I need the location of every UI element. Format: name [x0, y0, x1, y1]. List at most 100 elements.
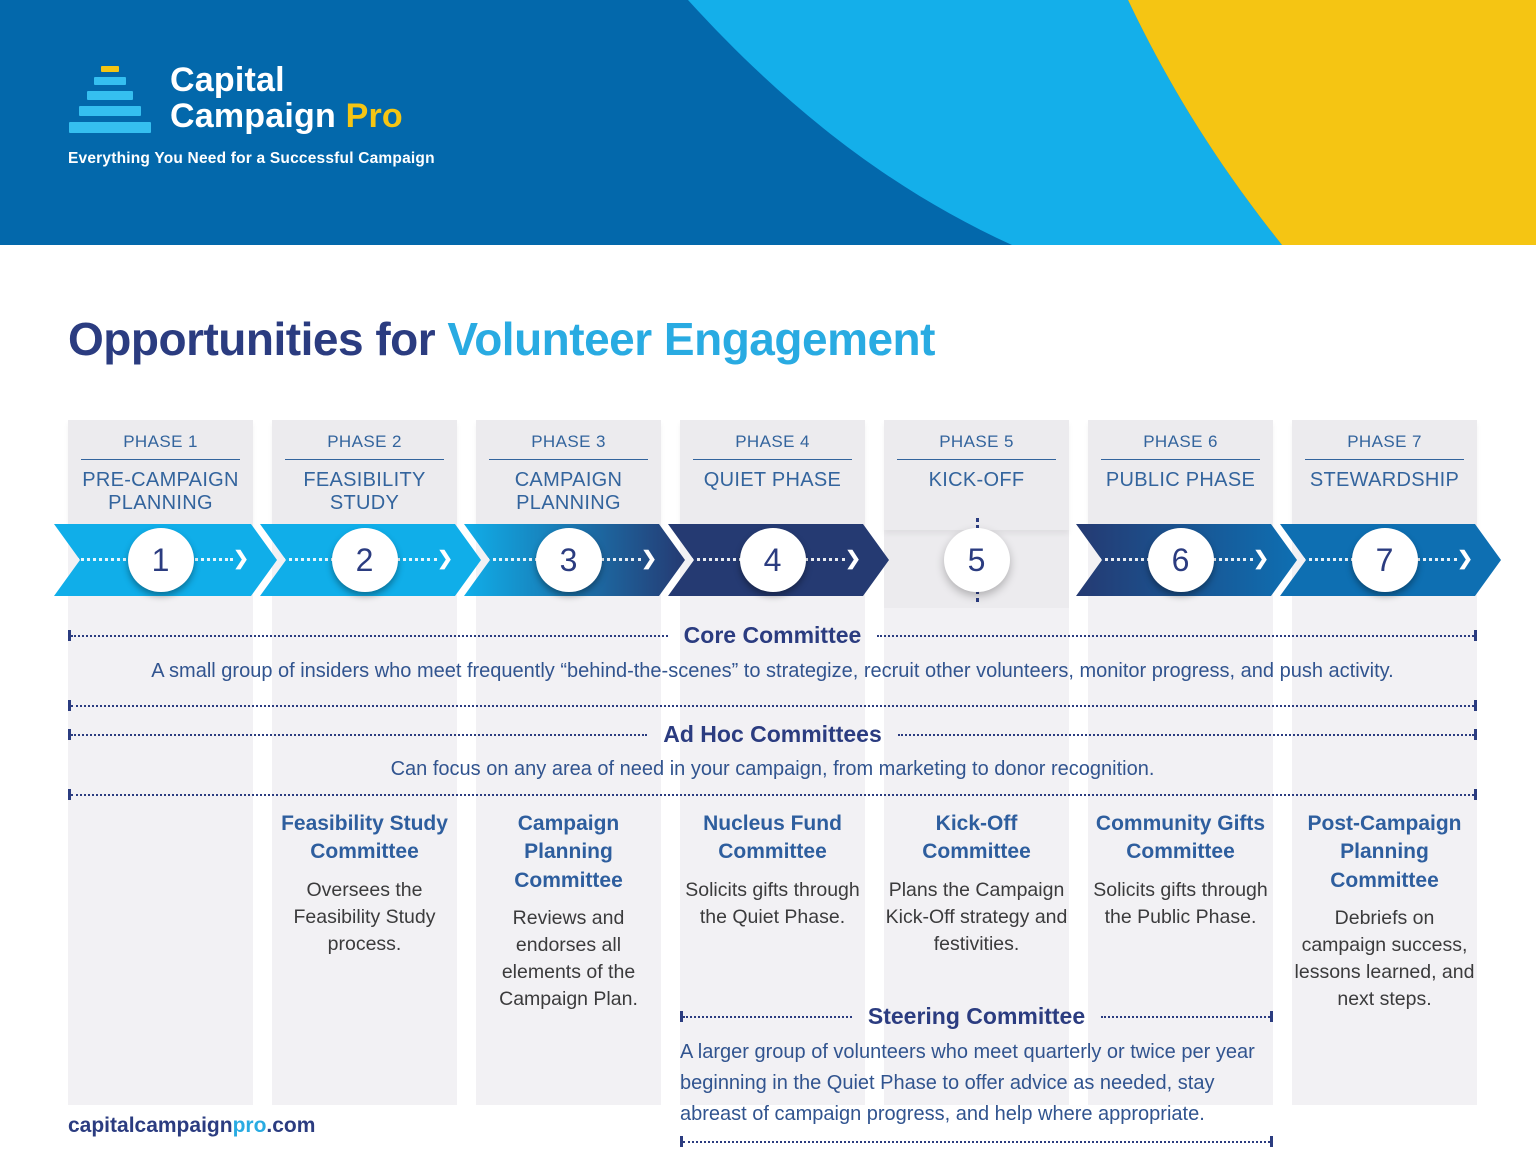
- dotted-line-tick: [1270, 1136, 1273, 1147]
- header-banner: Capital Campaign Pro Everything You Need…: [0, 0, 1536, 245]
- adhoc-committees-bottom-line: [68, 789, 1477, 800]
- core-committee-description: A small group of insiders who meet frequ…: [151, 660, 1394, 682]
- committee-card-campaign-planning: Campaign Planning Committee Reviews and …: [476, 810, 661, 1013]
- phase-name: PUBLIC PHASE: [1105, 469, 1256, 491]
- phase-number-circle-3: 3: [535, 528, 602, 592]
- phase-header-4: PHASE 4 QUIET PHASE: [680, 420, 865, 530]
- phase-label: PHASE 4: [735, 432, 810, 451]
- dotted-line-tick: [680, 1136, 683, 1147]
- phase-label: PHASE 6: [1143, 432, 1218, 451]
- committee-description: Solicits gifts through the Quiet Phase.: [685, 878, 860, 928]
- committee-name: Kick-Off Committee: [922, 812, 1031, 864]
- dotted-line-tick: [68, 789, 71, 800]
- committee-card-post-campaign: Post-Campaign Planning Committee Debrief…: [1292, 810, 1477, 1013]
- phase-number-circle-2: 2: [331, 528, 398, 592]
- committee-card-kick-off: Kick-Off Committee Plans the Campaign Ki…: [884, 810, 1069, 1013]
- phase-name: CAMPAIGN PLANNING: [514, 469, 623, 514]
- dotted-line-tick: [68, 729, 71, 740]
- core-committee-title: Core Committee: [683, 622, 862, 648]
- steering-committee-title: Steering Committee: [867, 1003, 1086, 1029]
- page-title-accent: Volunteer Engagement: [447, 313, 935, 365]
- phase-number-circle-5: 5: [943, 528, 1010, 592]
- dotted-line-tick: [680, 1011, 683, 1022]
- pyramid-logo-icon: [68, 66, 152, 144]
- adhoc-committees-title: Ad Hoc Committees: [663, 721, 882, 747]
- phase-name: FEASIBILITY STUDY: [303, 469, 426, 514]
- dotted-line-tick: [1270, 1011, 1274, 1022]
- phase-number-circle-4: 4: [739, 528, 806, 592]
- logo-pro: Pro: [345, 97, 403, 136]
- phase-header-3: PHASE 3 CAMPAIGN PLANNING: [476, 420, 661, 530]
- dotted-line: [877, 634, 1474, 637]
- dotted-line: [683, 1140, 1270, 1143]
- page-title: Opportunities for Volunteer Engagement: [68, 312, 935, 366]
- phase-label: PHASE 2: [327, 432, 402, 451]
- logo-tagline: Everything You Need for a Successful Cam…: [68, 150, 435, 167]
- steering-committee-description: A larger group of volunteers who meet qu…: [680, 1041, 1255, 1125]
- footer-url-accent: pro: [232, 1114, 267, 1137]
- phase-label: PHASE 7: [1347, 432, 1422, 451]
- core-committee-bottom-line: [68, 700, 1477, 711]
- dotted-line-tick: [68, 700, 71, 711]
- steering-committee-title-row: Steering Committee: [680, 1003, 1274, 1030]
- timeline-arrow-row: ❯ 1 ❯ 2 ❯ 3 ❯ 4 5 ❯ 6 ❯ 7: [68, 518, 1477, 602]
- logo-wordmark: Capital Campaign Pro: [170, 62, 403, 134]
- committee-cards-row: Feasibility Study Committee Oversees the…: [68, 810, 1477, 1013]
- dotted-line-tick: [1474, 630, 1477, 641]
- timeline-step-7: ❯ 7: [1292, 524, 1477, 596]
- timeline-step-4: ❯ 4: [680, 524, 865, 596]
- footer-url-prefix: capitalcampaign: [68, 1114, 233, 1137]
- phase-name: PRE-CAMPAIGN PLANNING: [82, 469, 239, 514]
- dotted-line-tick: [1474, 700, 1477, 711]
- dotted-line: [71, 634, 668, 637]
- phase-header-row: PHASE 1 PRE-CAMPAIGN PLANNING PHASE 2 FE…: [68, 420, 1477, 530]
- phase-label: PHASE 1: [123, 432, 198, 451]
- phase-label: PHASE 5: [939, 432, 1014, 451]
- timeline-step-5: 5: [884, 518, 1069, 602]
- dotted-line: [71, 733, 648, 736]
- committee-card-community-gifts: Community Gifts Committee Solicits gifts…: [1088, 810, 1273, 1013]
- phase-number-circle-6: 6: [1147, 528, 1214, 592]
- timeline-step-2: ❯ 2: [272, 524, 457, 596]
- committee-description: Plans the Campaign Kick-Off strategy and…: [885, 878, 1068, 955]
- dotted-line: [683, 1015, 852, 1018]
- phase-header-6: PHASE 6 PUBLIC PHASE: [1088, 420, 1273, 530]
- adhoc-committees-description: Can focus on any area of need in your ca…: [390, 758, 1155, 780]
- timeline-step-6: ❯ 6: [1088, 524, 1273, 596]
- committee-name: Community Gifts Committee: [1095, 812, 1266, 864]
- phase-name: QUIET PHASE: [703, 469, 842, 491]
- phase-header-1: PHASE 1 PRE-CAMPAIGN PLANNING: [68, 420, 253, 530]
- phase-header-2: PHASE 2 FEASIBILITY STUDY: [272, 420, 457, 530]
- core-committee-title-row: Core Committee: [68, 622, 1477, 649]
- dotted-line-tick: [1474, 729, 1478, 740]
- adhoc-committees-title-row: Ad Hoc Committees: [68, 721, 1478, 748]
- steering-committee-bottom-line: [680, 1136, 1273, 1147]
- committee-description: Debriefs on campaign success, lessons le…: [1294, 907, 1475, 1010]
- banner-shapes: [0, 0, 1536, 245]
- committee-card-feasibility-study: Feasibility Study Committee Oversees the…: [272, 810, 457, 1013]
- logo-line1: Capital: [170, 61, 285, 99]
- committee-description: Reviews and endorses all elements of the…: [499, 907, 638, 1010]
- footer-url-suffix: .com: [266, 1114, 316, 1137]
- phase-number-circle-7: 7: [1351, 528, 1418, 592]
- dotted-line: [897, 733, 1475, 736]
- committee-name: Feasibility Study Committee: [281, 812, 448, 864]
- timeline-step-3: ❯ 3: [476, 524, 661, 596]
- dotted-line: [71, 793, 1474, 796]
- phase-header-7: PHASE 7 STEWARDSHIP: [1292, 420, 1477, 530]
- committee-name: Campaign Planning Committee: [514, 812, 623, 892]
- committee-name: Post-Campaign Planning Committee: [1307, 812, 1462, 892]
- committee-card-nucleus-fund: Nucleus Fund Committee Solicits gifts th…: [680, 810, 865, 1013]
- timeline-step-1: ❯ 1: [68, 524, 253, 596]
- page-title-prefix: Opportunities for: [68, 313, 448, 365]
- dotted-line: [1101, 1015, 1271, 1018]
- company-logo: Capital Campaign Pro: [68, 62, 403, 144]
- logo-line2: Campaign: [170, 97, 346, 136]
- phase-label: PHASE 3: [531, 432, 606, 451]
- phase-header-5: PHASE 5 KICK-OFF: [884, 420, 1069, 530]
- phase-number-circle-1: 1: [127, 528, 194, 592]
- footer-link[interactable]: capitalcampaignpro.com: [68, 1114, 315, 1138]
- dotted-line: [71, 704, 1474, 707]
- committee-name: Nucleus Fund Committee: [703, 812, 842, 864]
